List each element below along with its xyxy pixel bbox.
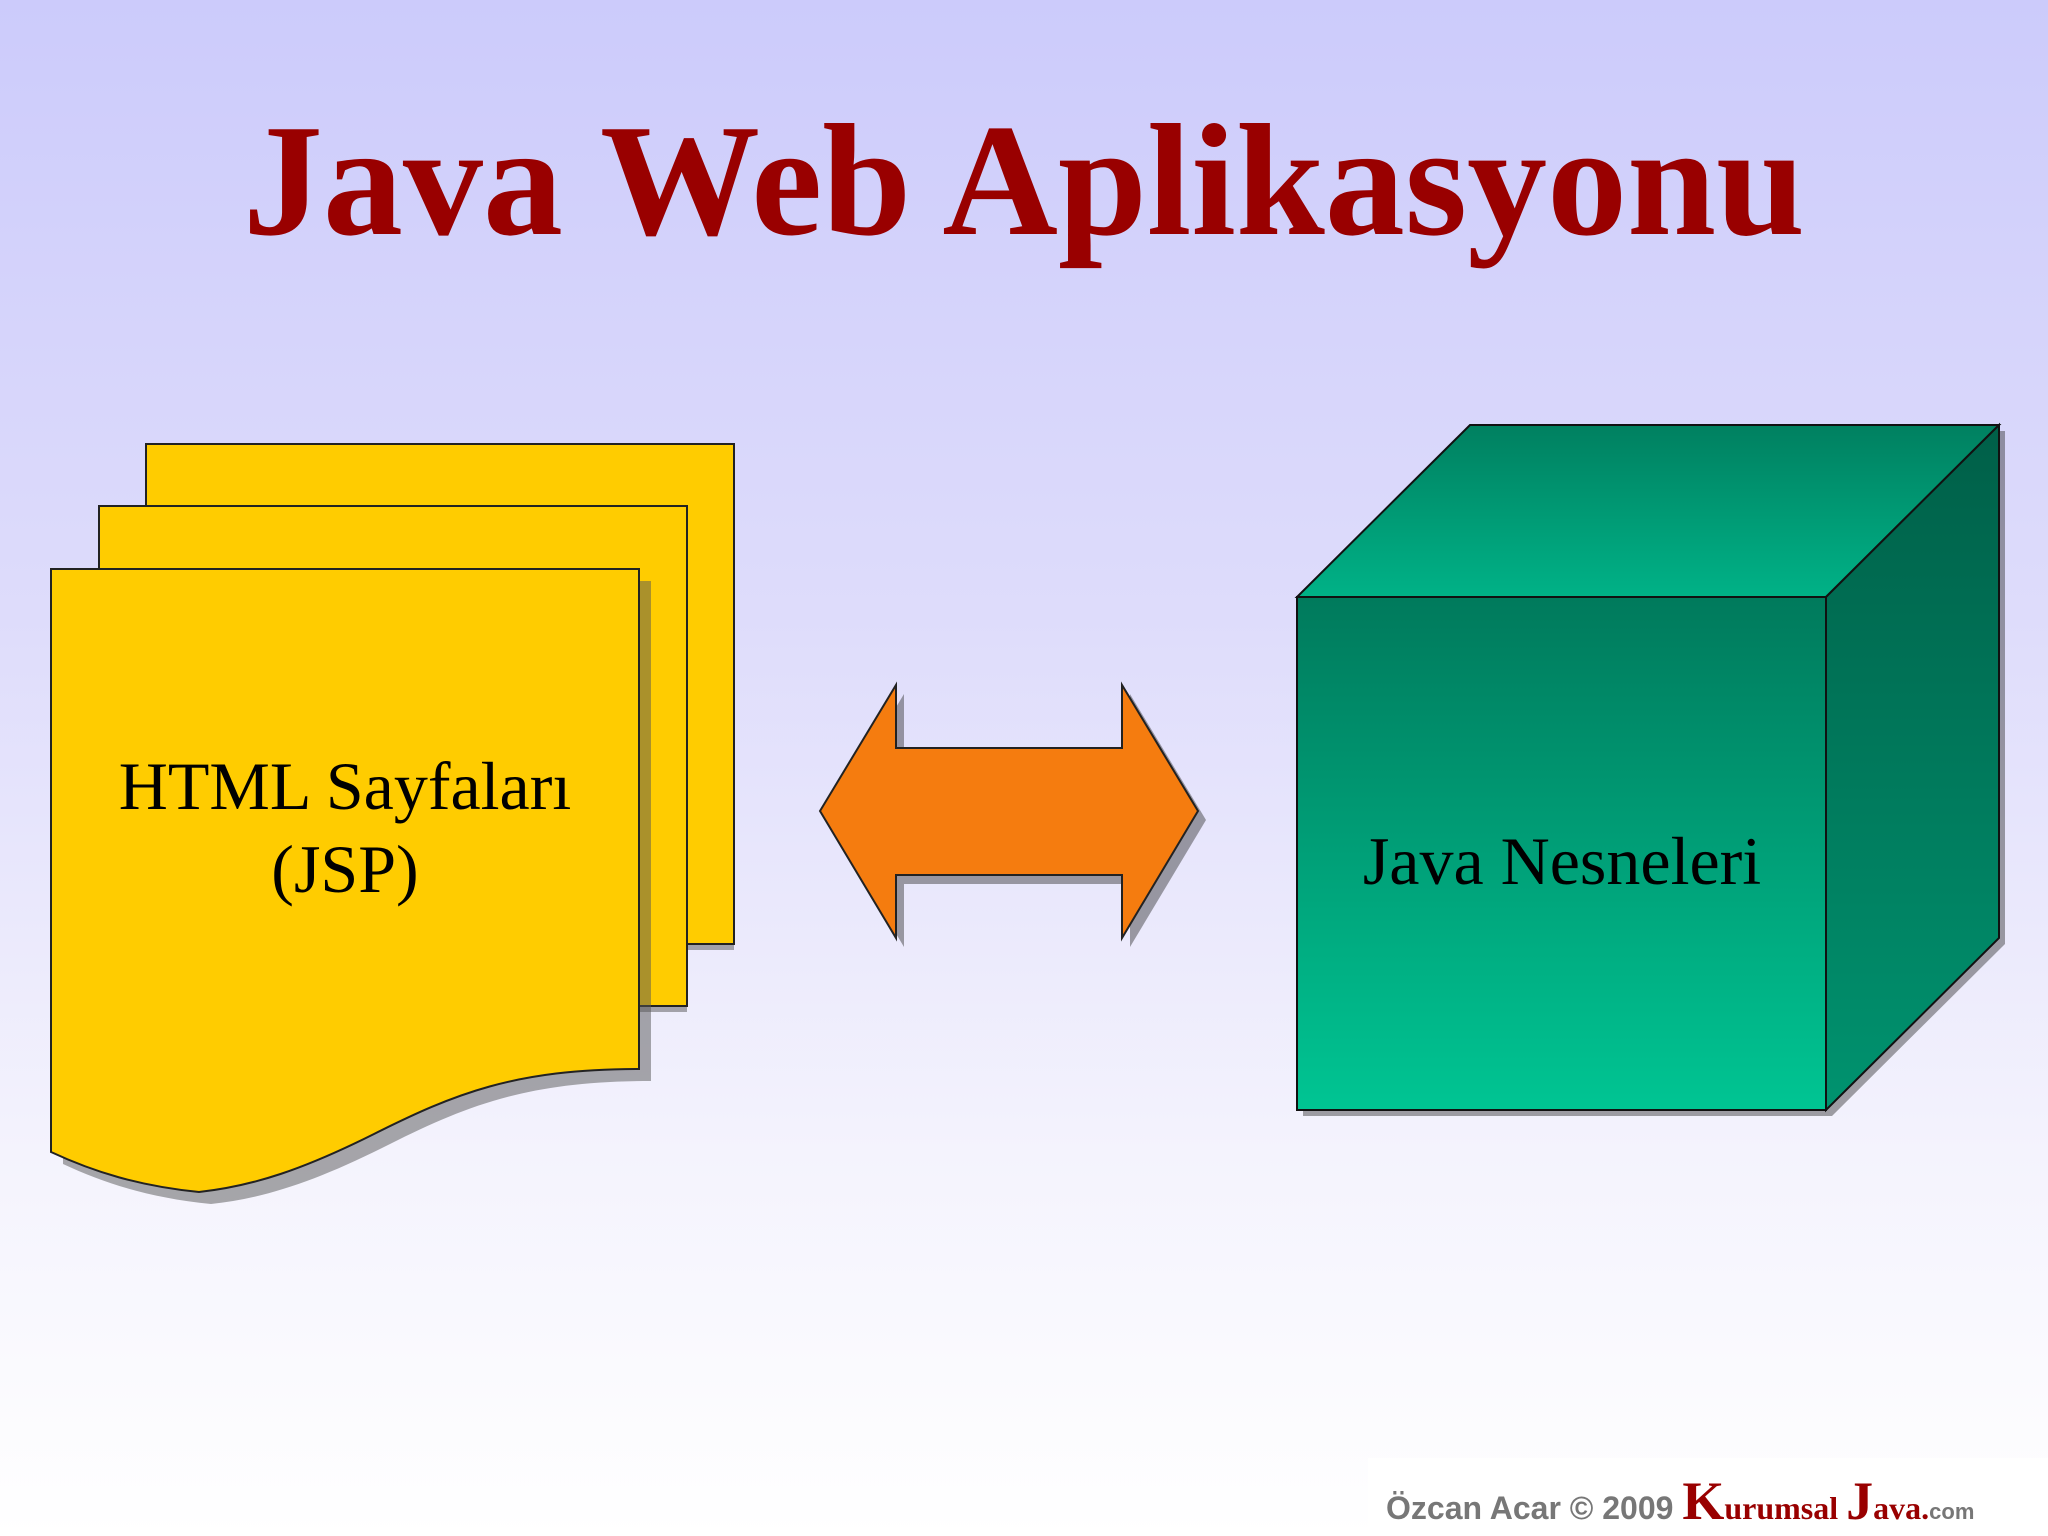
footer-author: Özcan Acar © 2009: [1386, 1490, 1683, 1526]
footer-watermark: Özcan Acar © 2009 Kurumsal Java.com: [1368, 1458, 2048, 1536]
java-objects-cube: [1294, 422, 2005, 1116]
footer-brand-initial-k: K: [1682, 1471, 1725, 1531]
slide-title: Java Web Aplikasyonu: [242, 91, 1806, 269]
footer-brand-word1: urumsal: [1724, 1490, 1847, 1526]
html-pages-label-line2: (JSP): [271, 830, 419, 907]
bidirectional-arrow: [818, 681, 1206, 947]
document-page-front: [50, 568, 651, 1204]
html-pages-label-line1: HTML Sayfaları: [118, 748, 572, 824]
html-pages-label: HTML Sayfaları (JSP): [50, 745, 640, 911]
footer-text: Özcan Acar © 2009 Kurumsal Java.com: [1386, 1474, 1974, 1528]
cube-front-face: [1296, 596, 1827, 1111]
footer-brand-initial-j: J: [1846, 1471, 1874, 1531]
document-stack: [50, 443, 735, 1204]
footer-brand-tld: com: [1929, 1499, 1975, 1524]
java-objects-label: Java Nesneleri: [1362, 823, 1762, 899]
footer-brand-word2: ava.: [1873, 1490, 1930, 1526]
